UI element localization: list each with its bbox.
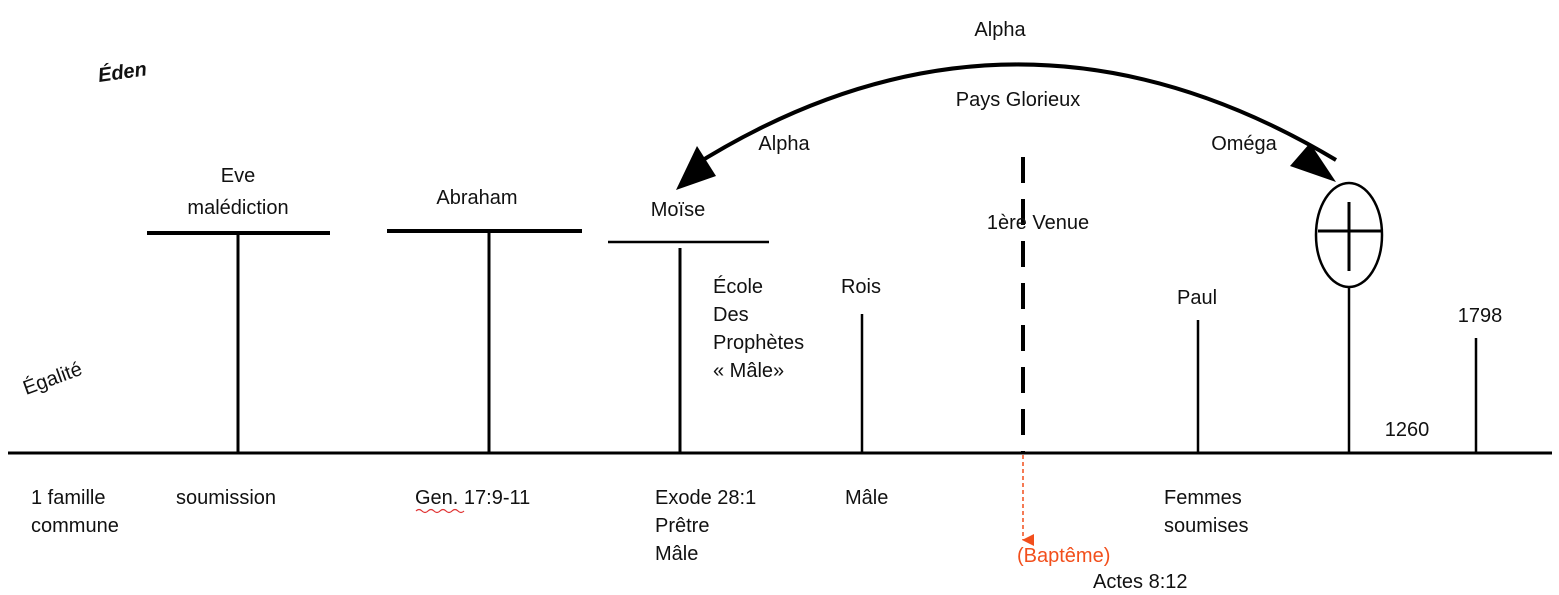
ecole-label: École <box>713 275 763 298</box>
arc-right-arrowhead <box>1290 143 1336 182</box>
rois-label: Rois <box>841 276 881 298</box>
year-1260-label: 1260 <box>1385 419 1430 441</box>
alpha-top-label: Alpha <box>974 19 1026 41</box>
eden-label: Éden <box>96 57 148 87</box>
eve-label: Eve <box>221 165 255 187</box>
arc-left-arrowhead <box>676 146 716 190</box>
commune-label: commune <box>31 515 119 537</box>
actes-label: Actes 8:12 <box>1093 571 1188 593</box>
soumises-label: soumises <box>1164 515 1248 537</box>
famille-label: 1 famille <box>31 487 105 509</box>
omega-label: Oméga <box>1211 133 1277 155</box>
des-label: Des <box>713 304 749 326</box>
year-1798-label: 1798 <box>1458 305 1503 327</box>
paul-label: Paul <box>1177 287 1217 309</box>
egalite-label: Égalité <box>20 357 85 400</box>
premiere-venue-label: 1ère Venue <box>987 212 1089 234</box>
alpha-omega-arc <box>688 62 1338 170</box>
prophetes-label: Prophètes <box>713 332 804 354</box>
bapteme-label: (Baptême) <box>1017 545 1110 567</box>
abraham-label: Abraham <box>436 187 517 209</box>
pretre-label: Prêtre <box>655 515 709 537</box>
pays-glorieux-label: Pays Glorieux <box>956 89 1081 111</box>
malediction-label: malédiction <box>187 197 288 219</box>
male-school-label: « Mâle» <box>713 360 784 382</box>
spellcheck-squiggle <box>415 508 465 514</box>
exode-label: Exode 28:1 <box>655 487 756 509</box>
femmes-label: Femmes <box>1164 487 1242 509</box>
male-exode-label: Mâle <box>655 543 698 565</box>
gen-label: Gen. 17:9-11 <box>415 487 530 509</box>
soumission-label: soumission <box>176 487 276 509</box>
moise-label: Moïse <box>651 199 705 221</box>
alpha-left-label: Alpha <box>758 133 810 155</box>
male-label: Mâle <box>845 487 888 509</box>
